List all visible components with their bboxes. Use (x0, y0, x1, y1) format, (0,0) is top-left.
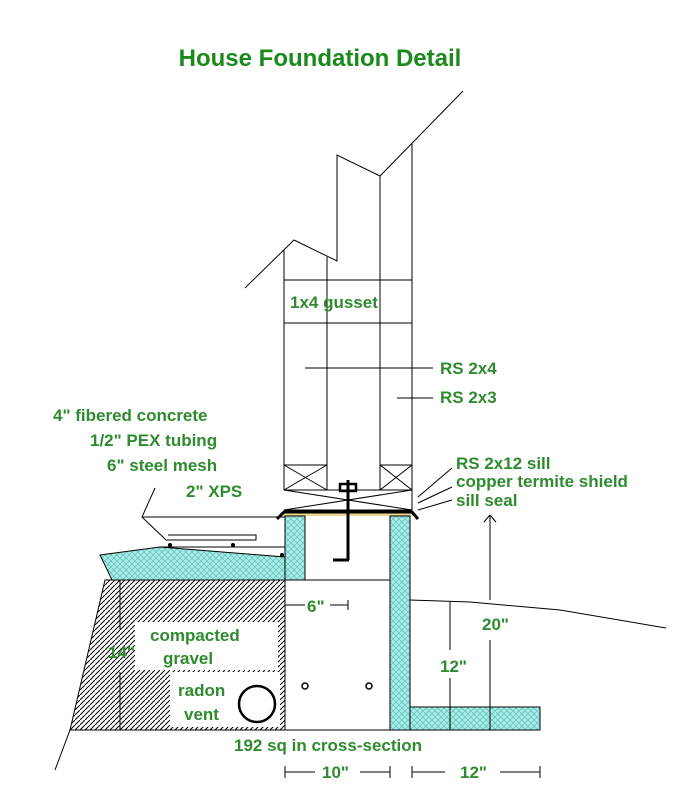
label-cross-section: 192 sq in cross-section (234, 736, 422, 755)
dim-14: 14" (108, 643, 135, 662)
anchor-bolt (333, 480, 358, 562)
label-rs2x4: RS 2x4 (440, 359, 497, 378)
grade-line (409, 599, 667, 629)
label-radon-1: radon (178, 681, 225, 700)
footing-xps (409, 706, 541, 731)
label-rs2x3: RS 2x3 (440, 388, 497, 407)
page-title: House Foundation Detail (179, 45, 462, 72)
dim-6: 6" (307, 597, 325, 616)
label-concrete: 4" fibered concrete (53, 406, 208, 425)
label-gusset: 1x4 gusset (290, 293, 378, 312)
dim-12-vertical: 12" (440, 657, 467, 676)
dim-20: 20" (482, 615, 509, 634)
label-mesh: 6" steel mesh (107, 456, 217, 475)
label-gravel-2: gravel (163, 649, 213, 668)
label-xps: 2" XPS (186, 482, 242, 501)
label-sill: RS 2x12 sill (456, 454, 551, 473)
label-termite-shield: copper termite shield (456, 472, 628, 491)
label-pex: 1/2" PEX tubing (90, 431, 217, 450)
wall-xps-inner (284, 515, 306, 581)
slab-xps (99, 546, 286, 581)
dim-10: 10" (322, 763, 349, 782)
concrete-wall (284, 579, 391, 731)
wall-framing (244, 90, 464, 511)
wall-xps-outer (389, 515, 411, 731)
label-gravel-1: compacted (150, 626, 240, 645)
label-radon-2: vent (184, 705, 219, 724)
dim-12-horizontal: 12" (460, 763, 487, 782)
radon-vent-pipe (237, 684, 277, 724)
label-sill-seal: sill seal (456, 491, 517, 510)
